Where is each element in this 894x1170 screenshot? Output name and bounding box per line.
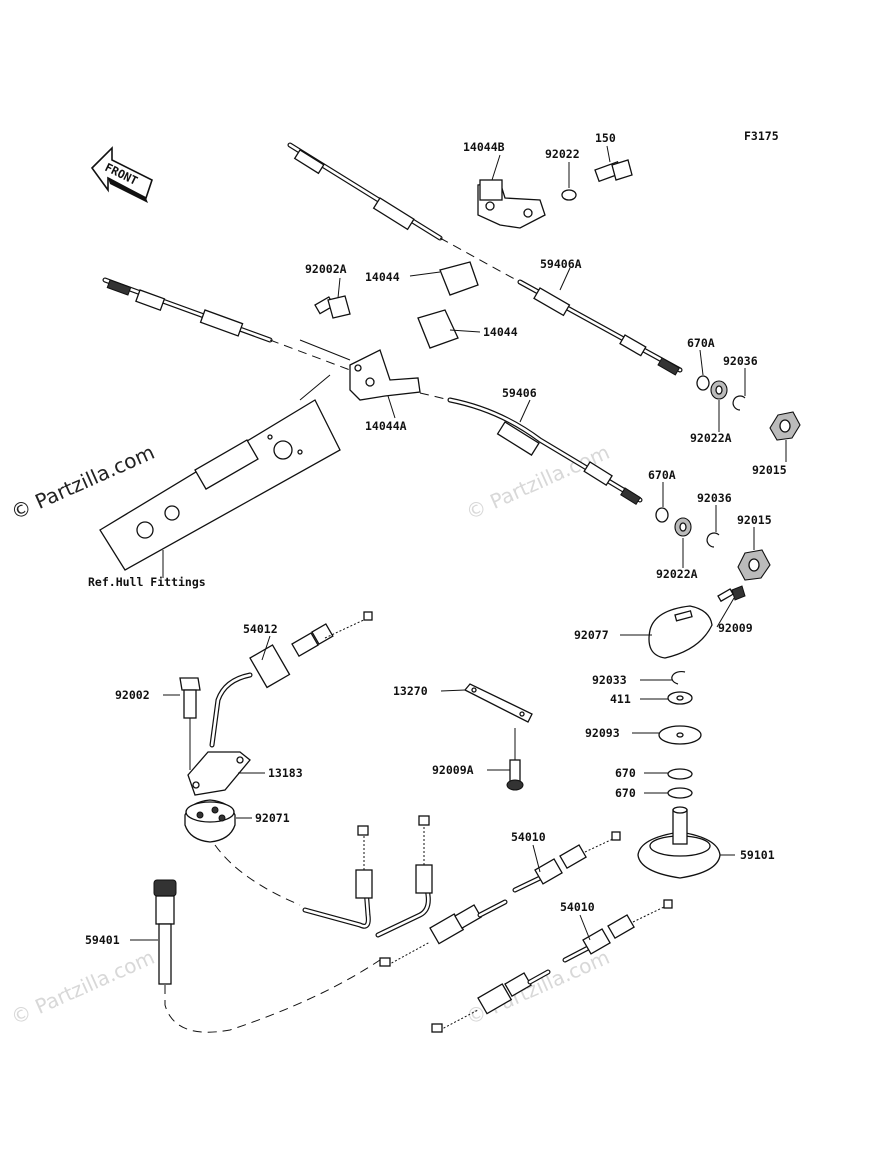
bolt-92002	[179, 677, 201, 770]
label-59401: 59401	[85, 933, 120, 947]
cable-59406a	[287, 142, 683, 376]
bolt-92002a	[314, 295, 351, 319]
label-92022: 92022	[545, 147, 580, 161]
oring-670a-1	[696, 375, 710, 391]
label-411: 411	[610, 692, 631, 706]
hull-fittings-plate	[99, 374, 341, 571]
label-92002a: 92002A	[305, 262, 347, 276]
label-92002: 92002	[115, 688, 150, 702]
cable-upper-left	[102, 277, 351, 371]
label-hull-fittings: Ref.Hull Fittings	[88, 575, 206, 589]
cable-54012	[209, 611, 373, 748]
label-670a-2: 670A	[648, 468, 676, 482]
label-54012: 54012	[243, 622, 278, 636]
circlip-92033	[671, 671, 686, 685]
label-92022a-2: 92022A	[656, 567, 698, 581]
label-670a-1: 670A	[687, 336, 715, 350]
label-670-1: 670	[615, 766, 636, 780]
plate-13183	[187, 751, 251, 796]
knob-92077	[648, 605, 713, 659]
label-54010-2: 54010	[560, 900, 595, 914]
label-92022a-1: 92022A	[690, 431, 732, 445]
watermark-bottom-left: © Partzilla.com	[7, 945, 158, 1030]
bracket-14044b	[477, 179, 546, 229]
strap-13270	[463, 683, 533, 723]
label-14044-top: 14044	[365, 270, 400, 284]
label-92036-1: 92036	[723, 354, 758, 368]
circlip-92036-1	[732, 395, 746, 411]
label-92033: 92033	[592, 673, 627, 687]
part-labels: 14044B 92022 150 92002A 14044 14044 5940…	[85, 131, 787, 947]
label-13183: 13183	[268, 766, 303, 780]
clip-14044-mid	[417, 309, 459, 349]
cable-54010-2	[431, 899, 673, 1033]
label-92071: 92071	[255, 811, 290, 825]
cable-54010-1	[379, 831, 621, 967]
label-92009a: 92009A	[432, 763, 474, 777]
figure-code: F3175	[744, 129, 779, 143]
washer-92022	[561, 189, 577, 201]
leader-lines	[130, 145, 787, 941]
oring-670a-2	[655, 507, 669, 523]
cable-59406	[419, 392, 643, 506]
bolt-150	[594, 159, 633, 183]
label-14044b: 14044B	[463, 140, 505, 154]
nut-92015-2	[737, 549, 771, 581]
label-54010-1: 54010	[511, 830, 546, 844]
nut-92015-1	[769, 411, 801, 441]
screw-92009	[717, 585, 746, 603]
label-150: 150	[595, 131, 616, 145]
label-59101: 59101	[740, 848, 775, 862]
label-14044-mid: 14044	[483, 325, 518, 339]
screw-92009a	[506, 759, 524, 791]
label-92036-2: 92036	[697, 491, 732, 505]
label-59406: 59406	[502, 386, 537, 400]
label-92077: 92077	[574, 628, 609, 642]
label-92015-1: 92015	[752, 463, 787, 477]
front-arrow-icon: FRONT	[90, 146, 153, 203]
watermark-bottom-mid: © Partzilla.com	[462, 945, 613, 1030]
oring-670-2	[667, 787, 693, 799]
label-13270: 13270	[393, 684, 428, 698]
oring-670-1	[667, 768, 693, 780]
label-92015-2: 92015	[737, 513, 772, 527]
label-59406a: 59406A	[540, 257, 582, 271]
base-59101	[637, 806, 721, 879]
knob-59401	[153, 879, 381, 1033]
grommet-92071	[184, 799, 236, 843]
label-92093: 92093	[585, 726, 620, 740]
bracket-14044a	[349, 349, 421, 401]
label-670-2: 670	[615, 786, 636, 800]
cable-bundle-middle	[302, 815, 433, 938]
watermark-mid: © Partzilla.com	[462, 440, 613, 525]
label-92009: 92009	[718, 621, 753, 635]
circlip-92036-2	[706, 532, 720, 548]
clip-14044-top	[439, 261, 479, 296]
label-14044a: 14044A	[365, 419, 407, 433]
